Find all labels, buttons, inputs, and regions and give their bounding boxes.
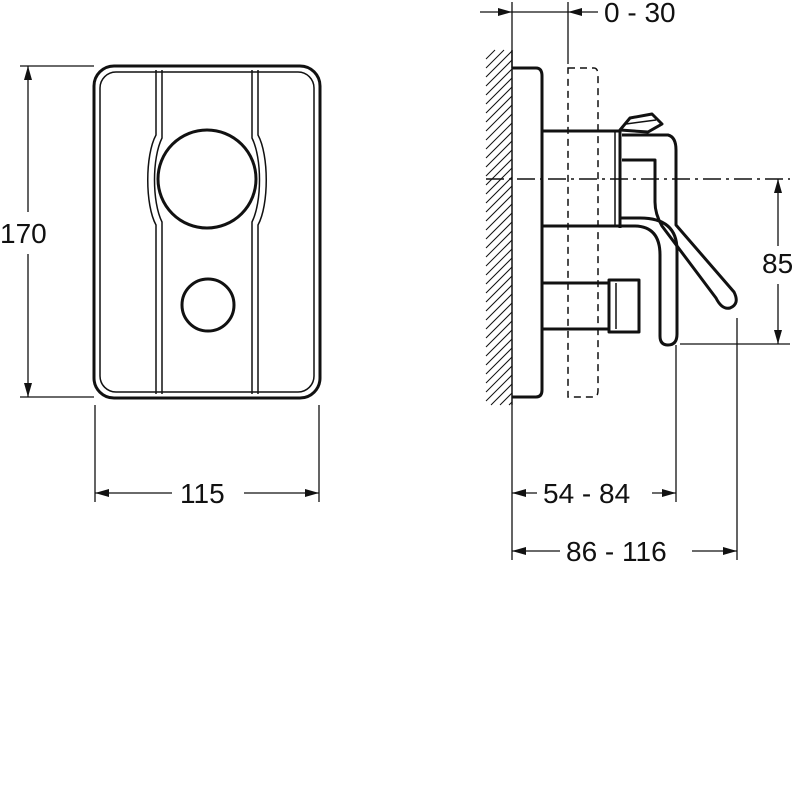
hatch-line: [485, 185, 513, 213]
hatch-line: [485, 212, 513, 240]
valve-body-lower: [542, 216, 679, 347]
wall-offset-label: 0 - 30: [604, 0, 676, 28]
hatch-line: [485, 86, 513, 114]
hatch-line: [485, 311, 513, 339]
right-groove: [257, 70, 267, 394]
hatch-line: [485, 50, 513, 78]
hatch-line: [485, 194, 513, 222]
hatch-line: [485, 203, 513, 231]
hatch-line: [485, 347, 513, 375]
hatch-line: [485, 104, 513, 132]
hatch-line: [485, 230, 513, 258]
hatch-line: [485, 95, 513, 123]
hatch-line: [485, 221, 513, 249]
hatch-line: [485, 248, 513, 276]
hatch-line: [485, 356, 513, 384]
hatch-line: [485, 49, 496, 60]
width-dimension-label: 115: [180, 478, 225, 509]
hatch-line: [485, 59, 513, 87]
hatch-line: [485, 131, 513, 159]
hatch-line: [485, 68, 513, 96]
hatch-line: [485, 140, 513, 168]
hatch-line: [485, 302, 513, 330]
hatch-line: [485, 167, 513, 195]
side-cover-plate: [512, 66, 544, 399]
temperature-dial: [156, 128, 258, 230]
extended-plate-outline: [567, 67, 599, 398]
side-diverter-cap: [607, 278, 641, 334]
hatch-line: [508, 401, 513, 406]
right-groove-inner: [251, 70, 261, 394]
hatch-line: [499, 392, 513, 406]
hatch-line: [490, 383, 513, 406]
cover-plate-inner: [99, 71, 315, 393]
lever-pivot: [618, 112, 664, 134]
hatch-line: [485, 113, 513, 141]
hatch-line: [485, 338, 513, 366]
hatch-line: [485, 149, 513, 177]
hatch-line: [485, 239, 513, 267]
front-view: 170 115: [0, 64, 322, 509]
hatch-line: [485, 158, 513, 186]
left-groove-inner: [153, 70, 163, 394]
hatch-line: [485, 257, 513, 285]
side-diverter-knob: [542, 281, 611, 331]
hatch-line: [485, 122, 513, 150]
hatch-line: [485, 374, 513, 402]
wall-hatching: [485, 49, 513, 406]
diverter-button: [180, 277, 236, 333]
height-dimension-label: 170: [0, 218, 47, 249]
center-height-label: 85: [762, 248, 793, 279]
hatch-line: [485, 77, 513, 105]
lever-depth-label: 86 - 116: [566, 536, 667, 567]
hatch-line: [485, 176, 513, 204]
left-groove: [147, 70, 157, 394]
lever-handle: [622, 133, 738, 310]
hatch-line: [485, 49, 505, 69]
hatch-line: [485, 266, 513, 294]
hatch-line: [485, 275, 513, 303]
cover-plate-outer: [92, 64, 322, 400]
hatch-line: [485, 293, 513, 321]
hatch-line: [485, 284, 513, 312]
body-depth-label: 54 - 84: [543, 478, 630, 509]
hatch-line: [485, 329, 513, 357]
hatch-line: [485, 365, 513, 393]
hatch-line: [485, 320, 513, 348]
side-view: 0 - 30 85 54 - 84 86 - 116: [480, 0, 793, 567]
